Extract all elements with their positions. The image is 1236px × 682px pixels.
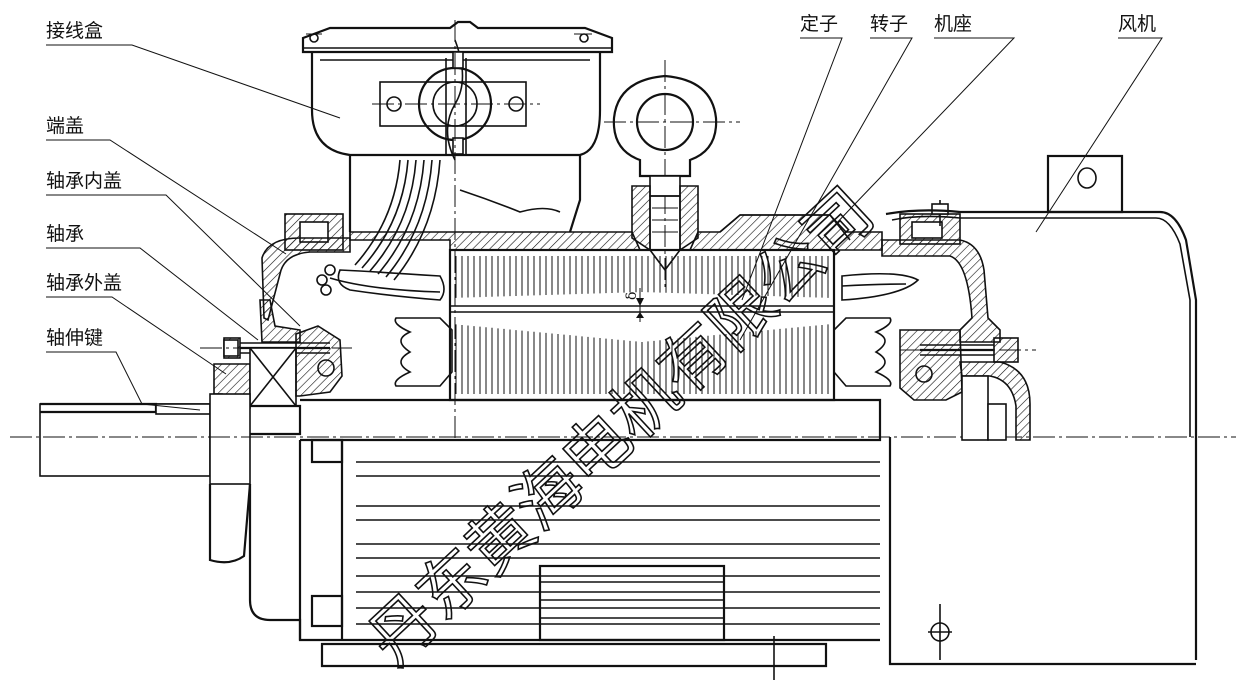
frame-exterior: [208, 438, 952, 680]
leader-lines: [46, 37, 1163, 411]
right-end-cover: [881, 200, 1036, 441]
leader-shaft-key: [46, 351, 201, 411]
lifting-eye: [604, 60, 740, 290]
leader-end-cover: [46, 139, 287, 255]
air-gap-marker: δ: [624, 288, 644, 322]
leader-fan: [1035, 37, 1163, 233]
junction-box: [301, 20, 614, 440]
label-end-cover: 端盖: [46, 115, 84, 137]
label-frame: 机座: [934, 13, 972, 35]
leader-junction-box: [46, 44, 341, 119]
label-junction-box: 接线盒: [46, 20, 103, 42]
left-bearing: [249, 325, 343, 407]
leader-bearing-inner-cover: [46, 194, 301, 327]
leader-stator: [741, 37, 843, 301]
leader-bearing: [46, 247, 259, 341]
air-gap-symbol: δ: [624, 292, 640, 300]
left-end-cover: [259, 213, 445, 343]
label-bearing-inner-cover: 轴承内盖: [46, 170, 122, 192]
label-shaft-key: 轴伸键: [46, 327, 103, 349]
lead-cables: [354, 159, 441, 281]
label-bearing: 轴承: [46, 223, 84, 245]
label-stator: 定子: [800, 13, 838, 35]
label-fan: 风机: [1118, 13, 1156, 35]
shaft: [10, 393, 1236, 485]
leader-frame: [829, 37, 1016, 231]
stator-rotor-core: [448, 248, 836, 402]
label-rotor: 转子: [870, 13, 908, 35]
leader-rotor: [739, 37, 913, 341]
leader-bearing-outer-cover: [46, 296, 227, 375]
label-bearing-outer-cover: 轴承外盖: [46, 272, 122, 294]
end-windings: [394, 272, 920, 387]
